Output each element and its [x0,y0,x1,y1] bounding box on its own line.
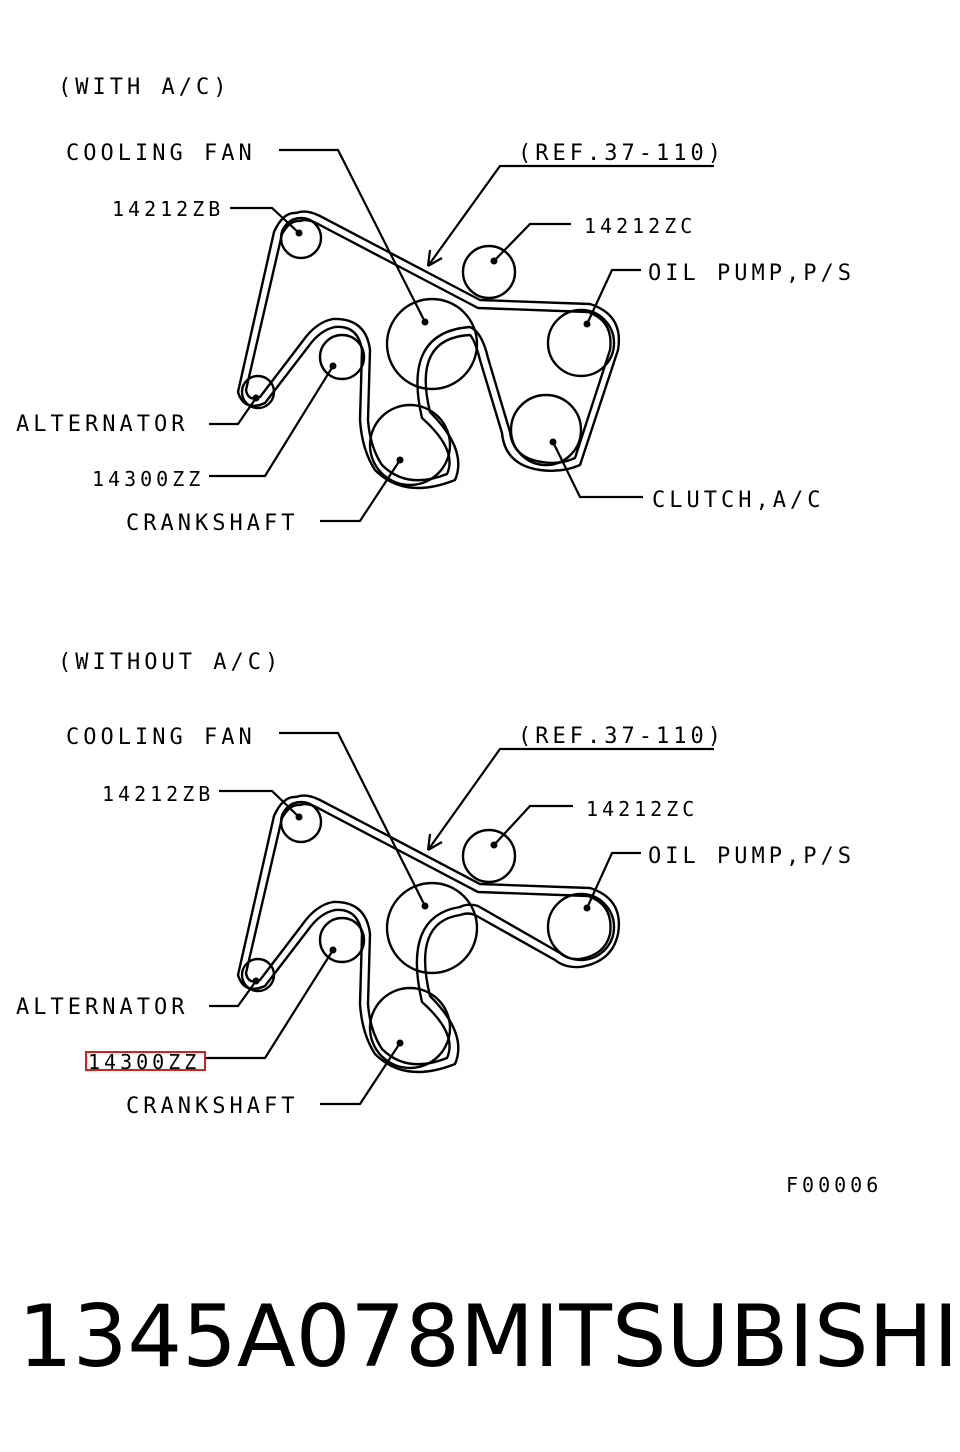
pulley-14212zb [279,216,323,260]
leader-14212zc [493,804,573,846]
pulley-14212zc [461,244,517,300]
leader-dot [549,438,557,446]
label-14300zz: 14300ZZ [92,467,204,491]
leader-alternator [209,980,257,1008]
label-cooling-fan: COOLING FAN [66,141,256,166]
label-14300zz: 14300ZZ [88,1050,200,1074]
leader-dot [295,813,303,821]
leader-ref [427,747,714,851]
highlight-box [85,1051,206,1071]
pulley-14212zb [279,800,323,844]
pulley-oil-pump [546,308,616,378]
drive-belt-inner [244,218,612,482]
belt-routing-diagram: (WITH A/C) COOLING FAN [16,75,882,1197]
leader-ref-arrowhead [426,833,443,851]
label-crankshaft: CRANKSHAFT [126,1094,298,1119]
leader-14212zb [230,206,300,234]
leader-dot [583,320,591,328]
leader-dot [421,318,429,326]
leader-dot [295,229,303,237]
leader-crankshaft [320,459,401,523]
label-alternator: ALTERNATOR [16,995,188,1020]
leader-clutch-ac [552,441,643,499]
leader-dot [583,904,591,912]
leader-cooling-fan [279,148,426,323]
label-cooling-fan: COOLING FAN [66,725,256,750]
leader-dot [490,257,498,265]
leader-oil-pump [586,268,641,325]
leader-dot [490,841,498,849]
pulley-cooling-fan [385,881,479,975]
label-ref: (REF.37-110) [518,724,725,749]
footer-caption: 1345A078 MITSUBISHI [18,1282,958,1392]
label-14212zc: 14212ZC [586,797,698,821]
leader-14300zz [206,949,334,1060]
leader-dot [329,362,337,370]
leader-crankshaft [320,1042,401,1106]
pulley-tensioner [318,333,366,381]
label-alternator: ALTERNATOR [16,412,188,437]
label-clutch-ac: CLUTCH,A/C [652,488,824,513]
pulley-cooling-fan [385,297,479,391]
label-ref: (REF.37-110) [518,141,725,166]
pulley-crankshaft [368,403,452,487]
leader-14212zb [219,789,300,818]
drive-belt-outer [236,794,621,1074]
section-without-ac: (WITHOUT A/C) COOLING FAN (REF.37-110 [16,650,855,1119]
pulley-clutch-ac [509,393,583,467]
pulley-tensioner [318,916,366,964]
section-heading: (WITHOUT A/C) [58,650,282,675]
leader-14212zc [493,222,571,262]
leader-ref-arrowhead [426,249,443,267]
label-oil-pump: OIL PUMP,P/S [648,261,855,286]
drive-belt-inner [244,802,612,1066]
leader-dot [396,456,404,464]
label-14212zb: 14212ZB [112,197,224,221]
pulley-oil-pump [546,892,616,962]
leader-ref [427,164,714,267]
leader-dot [421,902,429,910]
leader-alternator [209,397,257,426]
leader-14300zz [209,365,334,478]
label-14212zb: 14212ZB [102,782,214,806]
pulley-crankshaft [368,986,452,1070]
leader-cooling-fan [279,731,426,907]
pulley-14212zc [461,828,517,884]
leader-dot [252,394,260,402]
section-with-ac: (WITH A/C) COOLING FAN [16,75,855,536]
drive-belt-outer [236,210,621,490]
label-crankshaft: CRANKSHAFT [126,511,298,536]
figure-code: F00006 [786,1173,882,1197]
leader-dot [396,1039,404,1047]
leader-dot [252,977,260,985]
part-number: 1345A078 [18,1287,460,1387]
leader-dot [329,946,337,954]
label-oil-pump: OIL PUMP,P/S [648,844,855,869]
section-heading: (WITH A/C) [58,75,230,100]
label-14212zc: 14212ZC [584,214,696,238]
leader-oil-pump [585,851,641,909]
brand-name: MITSUBISHI [459,1287,959,1387]
